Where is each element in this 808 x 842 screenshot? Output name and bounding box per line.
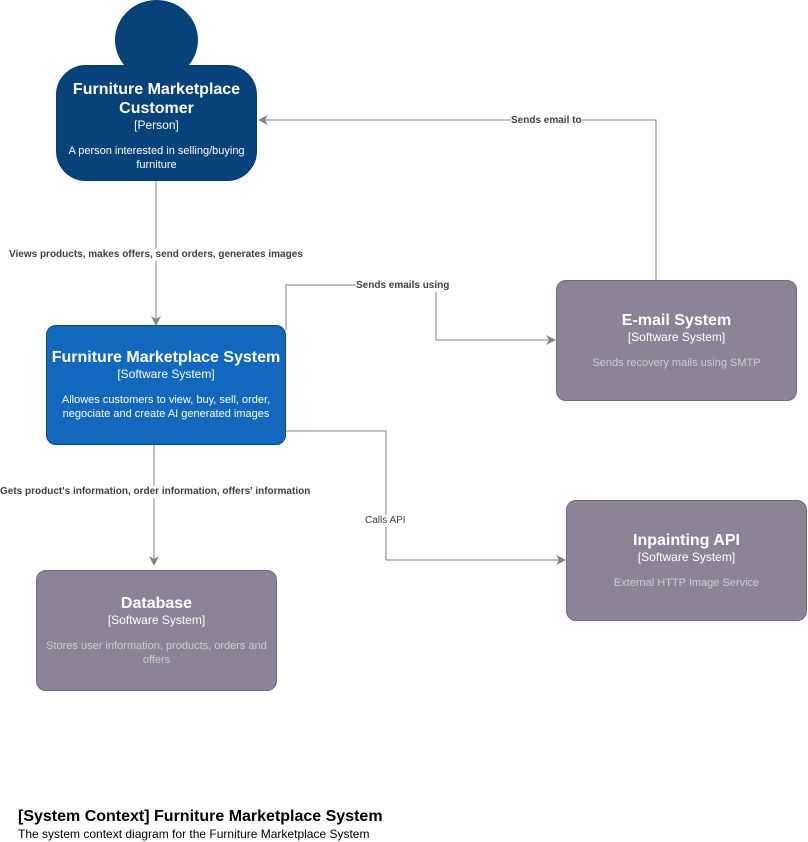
marketplace-type: [Software System] bbox=[117, 367, 215, 381]
marketplace-description: Allowes customers to view, buy, sell, or… bbox=[61, 394, 271, 420]
edge-email-to-customer bbox=[258, 115, 657, 280]
edge-label-views-products: Views products, makes offers, send order… bbox=[9, 249, 303, 261]
inpainting-description: External HTTP Image Service bbox=[613, 577, 760, 589]
marketplace-name: Furniture Marketplace System bbox=[51, 349, 281, 366]
email-description: Sends recovery mails using SMTP bbox=[592, 357, 761, 369]
email-type: [Software System] bbox=[627, 330, 726, 344]
database-type: [Software System] bbox=[107, 613, 206, 627]
system-database[interactable]: Database [Software System] Stores user i… bbox=[36, 570, 277, 691]
database-name: Database bbox=[120, 595, 193, 612]
database-description: Stores user information, products, order… bbox=[46, 640, 267, 666]
diagram-description: The system context diagram for the Furni… bbox=[18, 827, 370, 841]
system-email[interactable]: E-mail System [Software System] Sends re… bbox=[556, 280, 797, 401]
edge-label-sends-emails-using: Sends emails using bbox=[356, 280, 450, 292]
email-name: E-mail System bbox=[621, 312, 732, 329]
edge-label-sends-email-to: Sends email to bbox=[511, 115, 582, 127]
person-customer[interactable]: Furniture Marketplace Customer [Person] … bbox=[56, 65, 257, 181]
customer-description: A person interested in selling/buying fu… bbox=[68, 145, 245, 171]
edge-label-calls-api: Calls API bbox=[365, 515, 406, 527]
edge-marketplace-to-email bbox=[285, 284, 556, 345]
inpainting-type: [Software System] bbox=[637, 550, 736, 564]
customer-name: Furniture Marketplace Customer bbox=[72, 81, 241, 117]
diagram-title: [System Context] Furniture Marketplace S… bbox=[18, 808, 383, 825]
edge-marketplace-to-inpainting bbox=[286, 430, 566, 565]
inpainting-name: Inpainting API bbox=[633, 532, 740, 549]
edge-label-gets-information: Gets product's information, order inform… bbox=[0, 486, 311, 498]
system-furniture-marketplace[interactable]: Furniture Marketplace System [Software S… bbox=[46, 325, 286, 445]
system-inpainting-api[interactable]: Inpainting API [Software System] Externa… bbox=[566, 500, 807, 621]
customer-type: [Person] bbox=[134, 118, 179, 132]
